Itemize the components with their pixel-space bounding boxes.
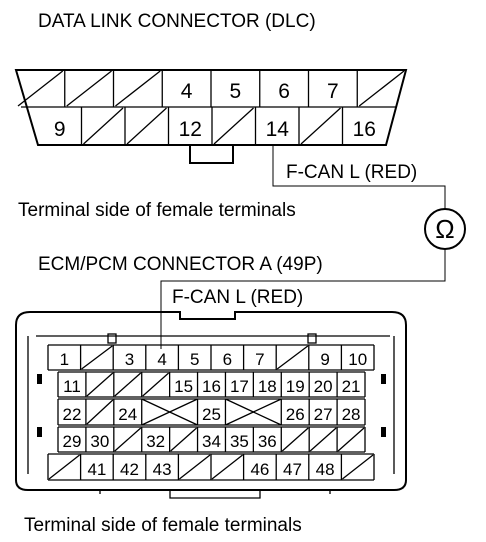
ecm-row2-empty-cell [142,372,170,397]
ohmmeter: Ω [424,208,466,250]
ohm-icon: Ω [435,214,454,244]
ecm-wire [160,249,446,349]
ecm-pin-48: 48 [316,460,335,479]
ecm-wire-label: F-CAN L (RED) [172,287,303,308]
ecm-blocked-cavity [141,398,198,426]
dlc-pin-5: 5 [230,80,242,103]
dlc-pin-6: 6 [278,80,290,103]
dlc-pin-9: 9 [54,118,66,141]
ecm-row1-empty-cell [81,345,113,370]
dlc-connector: 4 5 6 7 9 12 14 16 [14,69,408,164]
ecm-row2-empty-cell [114,372,142,397]
ecm-pin-3: 3 [125,350,134,369]
ecm-pin-11: 11 [63,377,81,396]
ecm-row5-empty-cell [341,454,374,480]
ecm-blocked-cavity [225,398,282,426]
ecm-row3-empty-cell [86,399,114,425]
ecm-pin-10: 10 [348,350,367,369]
ecm-pin-7: 7 [255,350,264,369]
ecm-pin-5: 5 [190,350,199,369]
ecm-pin-6: 6 [223,350,232,369]
ecm-pin-41: 41 [87,460,106,479]
ecm-pin-34: 34 [202,432,221,451]
ecm-pin-36: 36 [258,432,277,451]
ecm-row5-empty-cell [178,454,211,480]
ecm-pin-4: 4 [157,350,166,369]
dlc-wire-label: F-CAN L (RED) [286,162,417,183]
dlc-title: DATA LINK CONNECTOR (DLC) [38,11,316,32]
ecm-pin-32: 32 [146,432,165,451]
ecm-pin-46: 46 [250,460,269,479]
dlc-pin-4: 4 [181,80,193,103]
ecm-row4-empty-cell [337,427,365,452]
ecm-row4-empty-cell [170,427,197,452]
dlc-bottom-empty-cell [213,107,254,145]
ecm-pin-29: 29 [62,432,81,451]
dlc-caption: Terminal side of female terminals [18,200,296,221]
ecm-caption: Terminal side of female terminals [24,515,302,536]
ecm-row5-empty-cell [211,454,244,480]
dlc-top-empty-cell [66,70,112,107]
ecm-row5-empty-cell [48,454,81,480]
dlc-pin-16: 16 [353,118,376,141]
ecm-pin-24: 24 [118,405,137,424]
dlc-top-empty-cell [17,70,64,107]
ecm-pin-9: 9 [320,350,329,369]
ecm-title: ECM/PCM CONNECTOR A (49P) [38,254,323,275]
ecm-pin-15: 15 [174,377,193,396]
ecm-pin-28: 28 [342,405,361,424]
ecm-row2-empty-cell [86,372,114,397]
ecm-pin-16: 16 [202,377,221,396]
ecm-row4-empty-cell [114,427,142,452]
dlc-bottom-empty-cell [300,107,341,145]
dlc-wire [272,145,446,209]
ecm-pin-19: 19 [286,377,305,396]
dlc-bottom-empty-cell [83,107,124,145]
ecm-pin-1: 1 [60,350,69,369]
ecm-pin-20: 20 [314,377,333,396]
ecm-pin-27: 27 [314,405,333,424]
ecm-row4-empty-cell [281,427,309,452]
ecm-pin-26: 26 [286,405,305,424]
ecm-pin-42: 42 [120,460,139,479]
ecm-pin-43: 43 [153,460,172,479]
dlc-bottom-empty-cell [126,107,167,145]
ecm-pin-21: 21 [342,377,361,396]
ecm-pin-18: 18 [258,377,277,396]
ecm-row4-empty-cell [309,427,337,452]
dlc-top-empty-cell [115,70,161,107]
dlc-pin-14: 14 [266,118,290,141]
ecm-pin-47: 47 [283,460,302,479]
ecm-row1-empty-cell [276,345,309,370]
ecm-pin-25: 25 [202,405,221,424]
dlc-top-empty-cell [358,70,405,107]
ecm-pin-35: 35 [230,432,249,451]
ecm-pin-30: 30 [90,432,109,451]
dlc-pin-7: 7 [327,80,339,103]
ecm-pin-22: 22 [62,405,81,424]
dlc-pin-12: 12 [179,118,202,141]
ecm-pin-17: 17 [230,377,249,396]
